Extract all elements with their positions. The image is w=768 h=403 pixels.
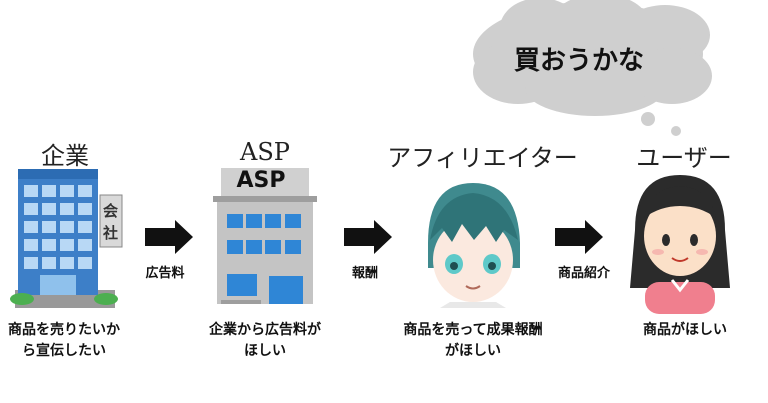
flow-label-ad-fee: 広告料 [145, 266, 185, 281]
desc-line: ら宣伝したい [22, 343, 106, 359]
bubble-text: 買おうかな [514, 46, 645, 76]
arrow-right-icon [145, 220, 193, 254]
desc-line: がほしい [445, 343, 501, 359]
desc-line: 商品を売って成果報酬 [403, 322, 543, 338]
desc-line: ほしい [244, 343, 286, 359]
actor-desc-asp: 企業から広告料が ほしい [190, 320, 340, 362]
affiliate-avatar [428, 183, 520, 308]
actor-desc-company: 商品を売りたいか ら宣伝したい [0, 320, 128, 362]
building-sign-2: 社 [103, 224, 119, 242]
flow-label-reward: 報酬 [351, 266, 378, 281]
asp-sign: ASP [236, 168, 286, 193]
building-sign-1: 会 [103, 202, 119, 220]
bubble-dot-large [641, 112, 655, 126]
actor-title-user: ユーザー [636, 144, 732, 172]
actor-title-asp: ASP [240, 138, 290, 166]
desc-line: 商品がほしい [643, 322, 727, 338]
arrow-right-icon [555, 220, 603, 254]
actor-desc-affiliate: 商品を売って成果報酬 がほしい [388, 320, 558, 362]
flow-label-product-intro: 商品紹介 [557, 266, 610, 281]
actor-title-affiliate: アフィリエイター [387, 144, 578, 172]
bubble-dot-small [671, 126, 681, 136]
actor-title-company: 企業 [41, 142, 89, 170]
desc-line: 商品を売りたいか [8, 322, 120, 338]
actor-desc-user: 商品がほしい [615, 320, 755, 341]
desc-line: 企業から広告料が [209, 322, 321, 338]
arrow-right-icon [344, 220, 392, 254]
asp-building-icon [213, 168, 317, 304]
company-building-icon [10, 169, 123, 308]
user-avatar [630, 175, 730, 314]
